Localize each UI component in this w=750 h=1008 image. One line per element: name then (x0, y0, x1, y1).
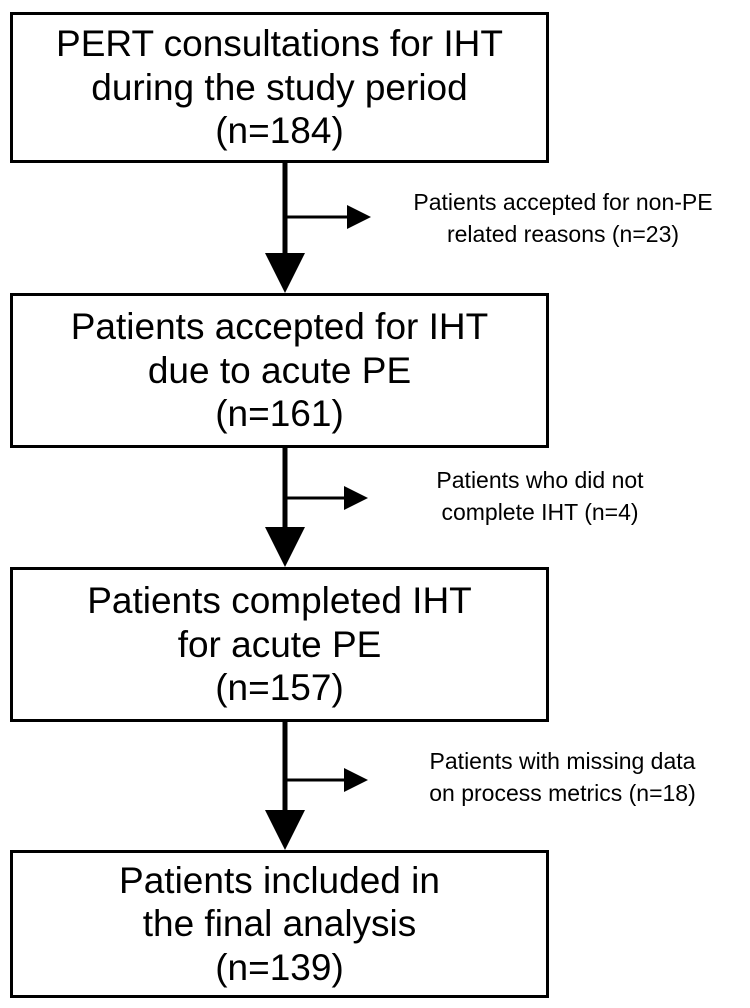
step-line: during the study period (91, 66, 468, 108)
step-line: (n=184) (215, 110, 344, 152)
step-line: due to acute PE (147, 349, 412, 391)
step-line: for acute PE (177, 623, 382, 665)
exclusion-note-non-pe: Patients accepted for non-PE related rea… (413, 189, 713, 248)
step-line: Patients completed IHT (87, 580, 472, 622)
step-line: (n=157) (215, 667, 344, 709)
step-box-accepted: Patients accepted for IHT due to acute P… (10, 293, 549, 448)
step-box-final-analysis: Patients included in the final analysis … (10, 850, 549, 998)
step-line: (n=161) (215, 393, 344, 435)
exclusion-note-missing-data: Patients with missing data on process me… (429, 748, 696, 807)
step-line: the final analysis (142, 903, 417, 945)
step-line: (n=139) (215, 946, 344, 988)
step-box-consultations: PERT consultations for IHT during the st… (10, 12, 549, 163)
step-line: Patients accepted for IHT (70, 306, 489, 348)
step-line: Patients included in (119, 859, 440, 901)
exclusion-note-incomplete: Patients who did not complete IHT (n=4) (436, 467, 644, 526)
step-box-completed: Patients completed IHT for acute PE (n=1… (10, 567, 549, 722)
step-line: PERT consultations for IHT (56, 23, 503, 65)
